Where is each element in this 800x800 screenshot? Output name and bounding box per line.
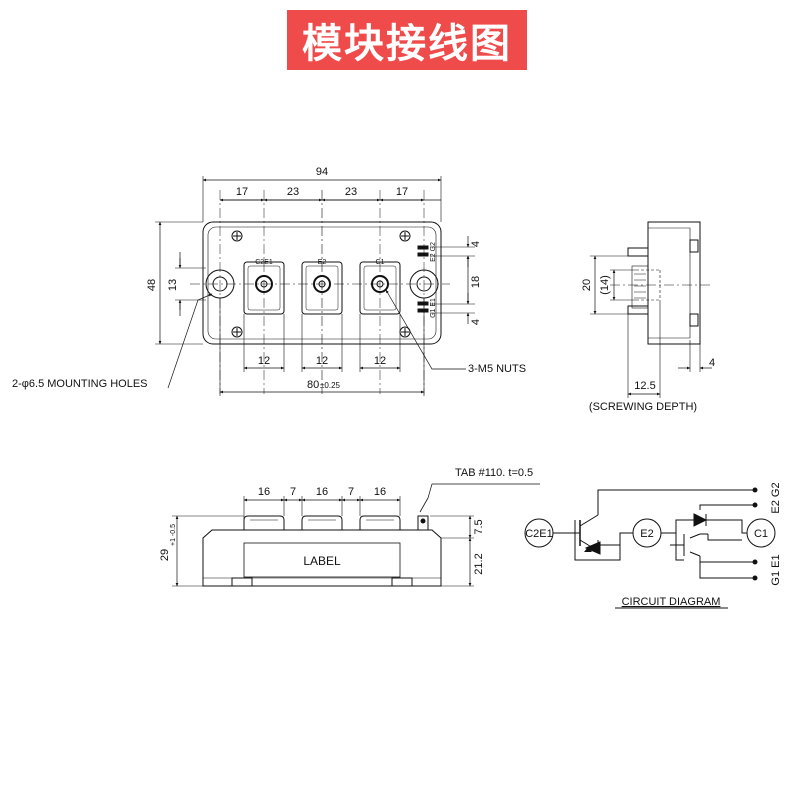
circuit-caption: CIRCUIT DIAGRAM bbox=[622, 596, 721, 608]
dim-18: 18 bbox=[470, 276, 482, 288]
circuit-label-e2g2: E2 G2 bbox=[770, 482, 782, 513]
tab-label-g1e1: G1 E1 bbox=[430, 298, 437, 318]
dim-4-side: 4 bbox=[709, 357, 715, 369]
circuit-label-g1e1: G1 E1 bbox=[770, 554, 782, 585]
label-m5-nuts: 3-M5 NUTS bbox=[468, 363, 526, 375]
dim-23-left: 23 bbox=[287, 186, 299, 198]
dim-13: 13 bbox=[167, 279, 179, 291]
terminal-label-c1: C1 bbox=[376, 259, 385, 266]
side-view bbox=[590, 221, 712, 398]
dim-23-right: 23 bbox=[345, 186, 357, 198]
title-banner: 模块接线图 bbox=[287, 10, 527, 70]
front-view bbox=[172, 483, 540, 587]
dim-12-c: 12 bbox=[374, 355, 386, 367]
dim-94: 94 bbox=[316, 166, 328, 178]
dim-12-5: 12.5 bbox=[634, 380, 655, 392]
dim-14: (14) bbox=[599, 275, 611, 295]
dim-16-b: 16 bbox=[316, 486, 328, 498]
label-tab: TAB #110. t=0.5 bbox=[455, 467, 533, 479]
corner-screw-icons bbox=[231, 230, 411, 338]
gate-tabs bbox=[417, 245, 429, 313]
dim-4-top: 4 bbox=[470, 241, 482, 247]
dim-20: 20 bbox=[581, 279, 593, 291]
dim-7-a: 7 bbox=[290, 486, 296, 498]
dim-7-5: 7.5 bbox=[473, 519, 485, 534]
dim-16-c: 16 bbox=[374, 486, 386, 498]
page-title: 模块接线图 bbox=[302, 21, 512, 67]
dim-16-a: 16 bbox=[258, 486, 270, 498]
terminal-label-e2: E2 bbox=[318, 259, 327, 266]
dim-17-left: 17 bbox=[236, 186, 248, 198]
tab-label-e2g2: E2 G2 bbox=[430, 242, 437, 262]
dim-12-b: 12 bbox=[316, 355, 328, 367]
label-screwing-depth: (SCREWING DEPTH) bbox=[589, 401, 697, 413]
terminal-label-c2e1: C2E1 bbox=[255, 259, 273, 266]
dim-80-tolerance: ±0.25 bbox=[320, 381, 341, 390]
label-box-text: LABEL bbox=[303, 554, 341, 568]
label-mounting-holes: 2-φ6.5 MOUNTING HOLES bbox=[12, 378, 148, 390]
circuit-endpoints bbox=[752, 487, 758, 581]
dim-21-2: 21.2 bbox=[473, 553, 485, 574]
dim-12-a: 12 bbox=[258, 355, 270, 367]
dim-29-tolerance: +1 -0.5 bbox=[170, 524, 177, 546]
dim-4-bottom: 4 bbox=[470, 319, 482, 325]
circuit-label-c2e1: C2E1 bbox=[525, 528, 553, 540]
circuit-label-e2: E2 bbox=[640, 528, 653, 540]
dim-80: 80 bbox=[307, 379, 319, 391]
circuit-label-c1: C1 bbox=[754, 528, 768, 540]
dim-29: 29 bbox=[159, 549, 171, 561]
circuit-diagram bbox=[524, 489, 776, 579]
dim-17-right: 17 bbox=[396, 186, 408, 198]
dim-7-b: 7 bbox=[348, 486, 354, 498]
top-view bbox=[155, 176, 475, 396]
dim-48: 48 bbox=[146, 279, 158, 291]
